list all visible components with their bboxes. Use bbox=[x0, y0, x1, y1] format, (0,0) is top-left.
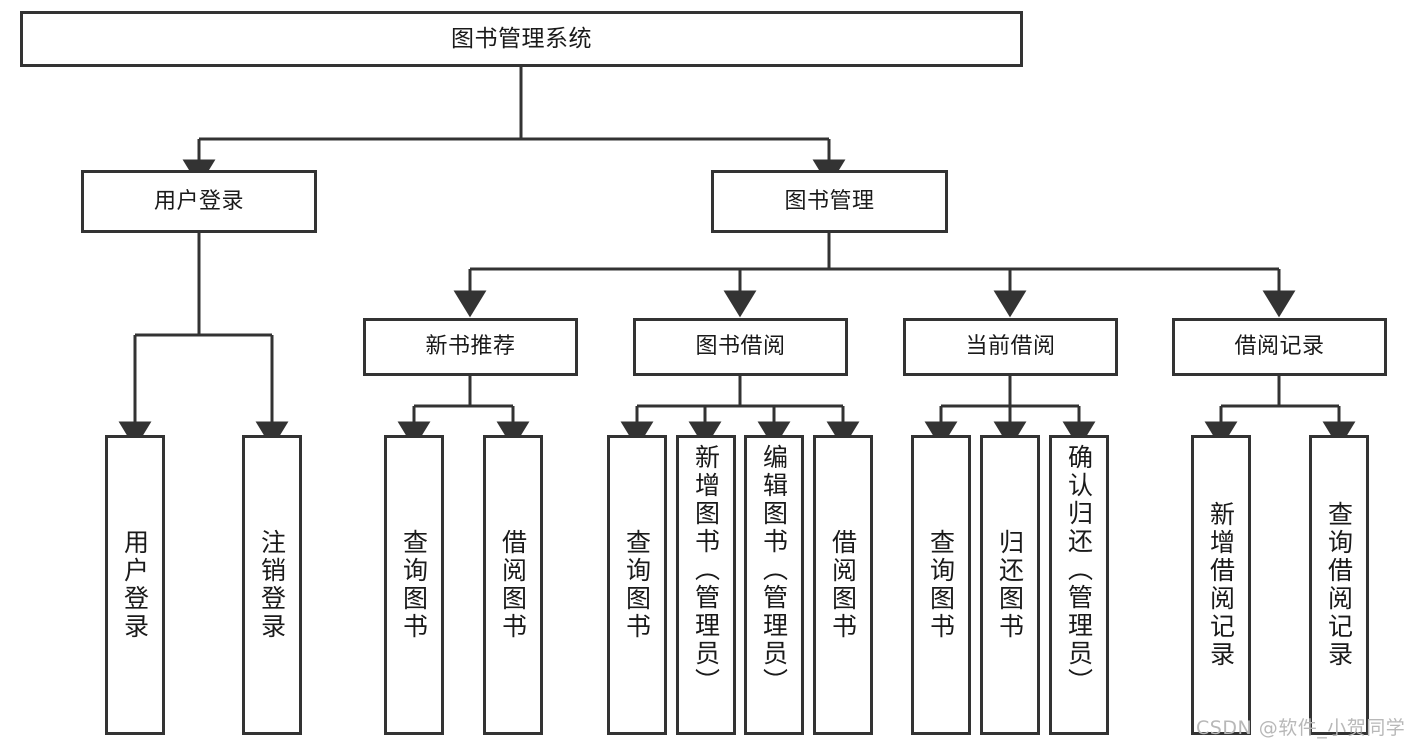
leaf-new-book-borrow-label: 借阅图书 bbox=[498, 529, 528, 641]
node-user-login-label: 用户登录 bbox=[153, 188, 244, 214]
leaf-book-borrow-borrow[interactable]: 借阅图书 bbox=[813, 435, 873, 735]
leaf-current-borrow-return[interactable]: 归还图书 bbox=[980, 435, 1040, 735]
leaf-book-borrow-edit-label: 编辑图书（管理员） bbox=[759, 444, 789, 696]
leaf-book-borrow-edit[interactable]: 编辑图书（管理员） bbox=[744, 435, 804, 735]
node-new-book-recommend[interactable]: 新书推荐 bbox=[363, 318, 578, 376]
leaf-current-borrow-confirm[interactable]: 确认归还（管理员） bbox=[1049, 435, 1109, 735]
leaf-current-borrow-confirm-label: 确认归还（管理员） bbox=[1064, 444, 1094, 696]
leaf-user-login-logout-label: 注销登录 bbox=[257, 529, 287, 641]
leaf-book-borrow-query-label: 查询图书 bbox=[622, 529, 652, 641]
leaf-borrow-record-query-label: 查询借阅记录 bbox=[1324, 501, 1354, 669]
leaf-current-borrow-return-label: 归还图书 bbox=[995, 529, 1025, 641]
leaf-book-borrow-query[interactable]: 查询图书 bbox=[607, 435, 667, 735]
leaf-borrow-record-query[interactable]: 查询借阅记录 bbox=[1309, 435, 1369, 735]
leaf-user-login-logout[interactable]: 注销登录 bbox=[242, 435, 302, 735]
node-borrow-record[interactable]: 借阅记录 bbox=[1172, 318, 1387, 376]
node-current-borrow-label: 当前借阅 bbox=[965, 334, 1056, 360]
node-current-borrow[interactable]: 当前借阅 bbox=[903, 318, 1118, 376]
node-root-label: 图书管理系统 bbox=[451, 25, 592, 52]
leaf-book-borrow-add[interactable]: 新增图书（管理员） bbox=[676, 435, 736, 735]
node-book-borrow-label: 图书借阅 bbox=[695, 334, 786, 360]
leaf-book-borrow-add-label: 新增图书（管理员） bbox=[691, 444, 721, 696]
leaf-current-borrow-query-label: 查询图书 bbox=[926, 529, 956, 641]
leaf-current-borrow-query[interactable]: 查询图书 bbox=[911, 435, 971, 735]
leaf-new-book-query[interactable]: 查询图书 bbox=[384, 435, 444, 735]
node-book-borrow[interactable]: 图书借阅 bbox=[633, 318, 848, 376]
leaf-user-login-login[interactable]: 用户登录 bbox=[105, 435, 165, 735]
leaf-user-login-login-label: 用户登录 bbox=[120, 529, 150, 641]
node-user-login[interactable]: 用户登录 bbox=[81, 170, 317, 233]
leaf-new-book-query-label: 查询图书 bbox=[399, 529, 429, 641]
node-book-manage[interactable]: 图书管理 bbox=[711, 170, 948, 233]
leaf-borrow-record-add-label: 新增借阅记录 bbox=[1206, 501, 1236, 669]
leaf-new-book-borrow[interactable]: 借阅图书 bbox=[483, 435, 543, 735]
leaf-borrow-record-add[interactable]: 新增借阅记录 bbox=[1191, 435, 1251, 735]
watermark-text: CSDN @软件_小贺同学 bbox=[1196, 717, 1405, 739]
leaf-book-borrow-borrow-label: 借阅图书 bbox=[828, 529, 858, 641]
node-new-book-recommend-label: 新书推荐 bbox=[425, 334, 516, 360]
node-root[interactable]: 图书管理系统 bbox=[20, 11, 1023, 67]
node-book-manage-label: 图书管理 bbox=[784, 188, 875, 214]
node-borrow-record-label: 借阅记录 bbox=[1234, 334, 1325, 360]
